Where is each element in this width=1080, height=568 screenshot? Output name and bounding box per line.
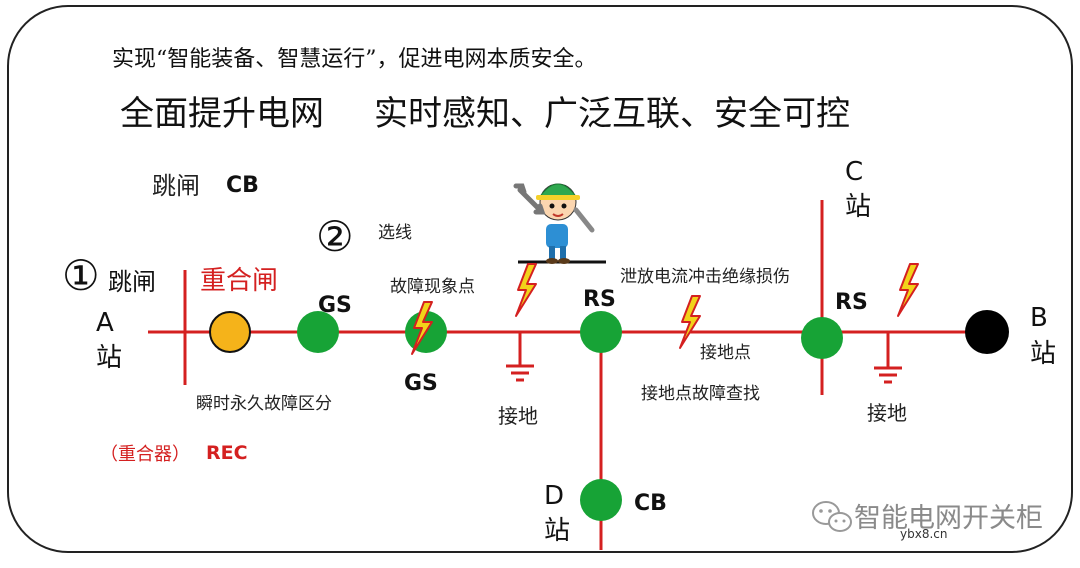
headline-part2: 实时感知、广泛互联、安全可控	[374, 94, 850, 134]
step2-label: 选线	[378, 223, 412, 243]
station-d-name: 站	[544, 516, 570, 546]
recloser-label: 重合闸	[200, 266, 278, 296]
ground-point-label: 接地点	[700, 343, 751, 363]
b-station-node	[965, 310, 1009, 354]
step1-label: 跳闸	[108, 268, 156, 296]
step2-marker: ②	[316, 212, 354, 261]
rs-node-2	[801, 317, 843, 359]
gs-bottom-label: GS	[404, 371, 438, 396]
step1-marker: ①	[62, 251, 100, 300]
wechat-icon	[812, 501, 852, 532]
watermark-text: 智能电网开关柜	[854, 503, 1043, 534]
station-c-name: 站	[845, 192, 871, 222]
station-a-name: 站	[96, 343, 122, 373]
rs-1-label: RS	[583, 287, 616, 312]
transient-permanent-label: 瞬时永久故障区分	[196, 394, 332, 414]
station-c-letter: C	[845, 157, 863, 187]
cb-d-label: CB	[634, 491, 667, 516]
recloser-node	[209, 311, 251, 353]
watermark-site: ybx8.cn	[900, 527, 947, 541]
trip-cb-label: CB	[226, 173, 259, 198]
rs-2-label: RS	[835, 290, 868, 315]
headline-part1: 全面提升电网	[120, 94, 324, 134]
slogan-text: 实现“智能装备、智慧运行”，促进电网本质安全。	[112, 47, 597, 72]
worker-mascot-icon	[513, 183, 595, 264]
gs-node-1	[297, 311, 339, 353]
fault-point-label: 故障现象点	[390, 277, 475, 297]
outer-frame	[7, 5, 1073, 553]
trip-title: 跳闸	[152, 172, 200, 200]
ground-1-label: 接地	[498, 404, 538, 428]
cb-d-node	[580, 479, 622, 521]
station-d-letter: D	[544, 481, 564, 511]
station-b-name: 站	[1030, 339, 1056, 369]
recloser-rec-en: REC	[206, 442, 248, 464]
ground-2-label: 接地	[867, 401, 907, 425]
ground-point-search-label: 接地点故障查找	[641, 384, 760, 404]
station-a-letter: A	[96, 308, 114, 338]
discharge-label: 泄放电流冲击绝缘损伤	[620, 267, 790, 287]
station-b-letter: B	[1030, 303, 1048, 333]
rs-node-1	[580, 311, 622, 353]
recloser-rec-cn: （重合器）	[100, 444, 190, 465]
